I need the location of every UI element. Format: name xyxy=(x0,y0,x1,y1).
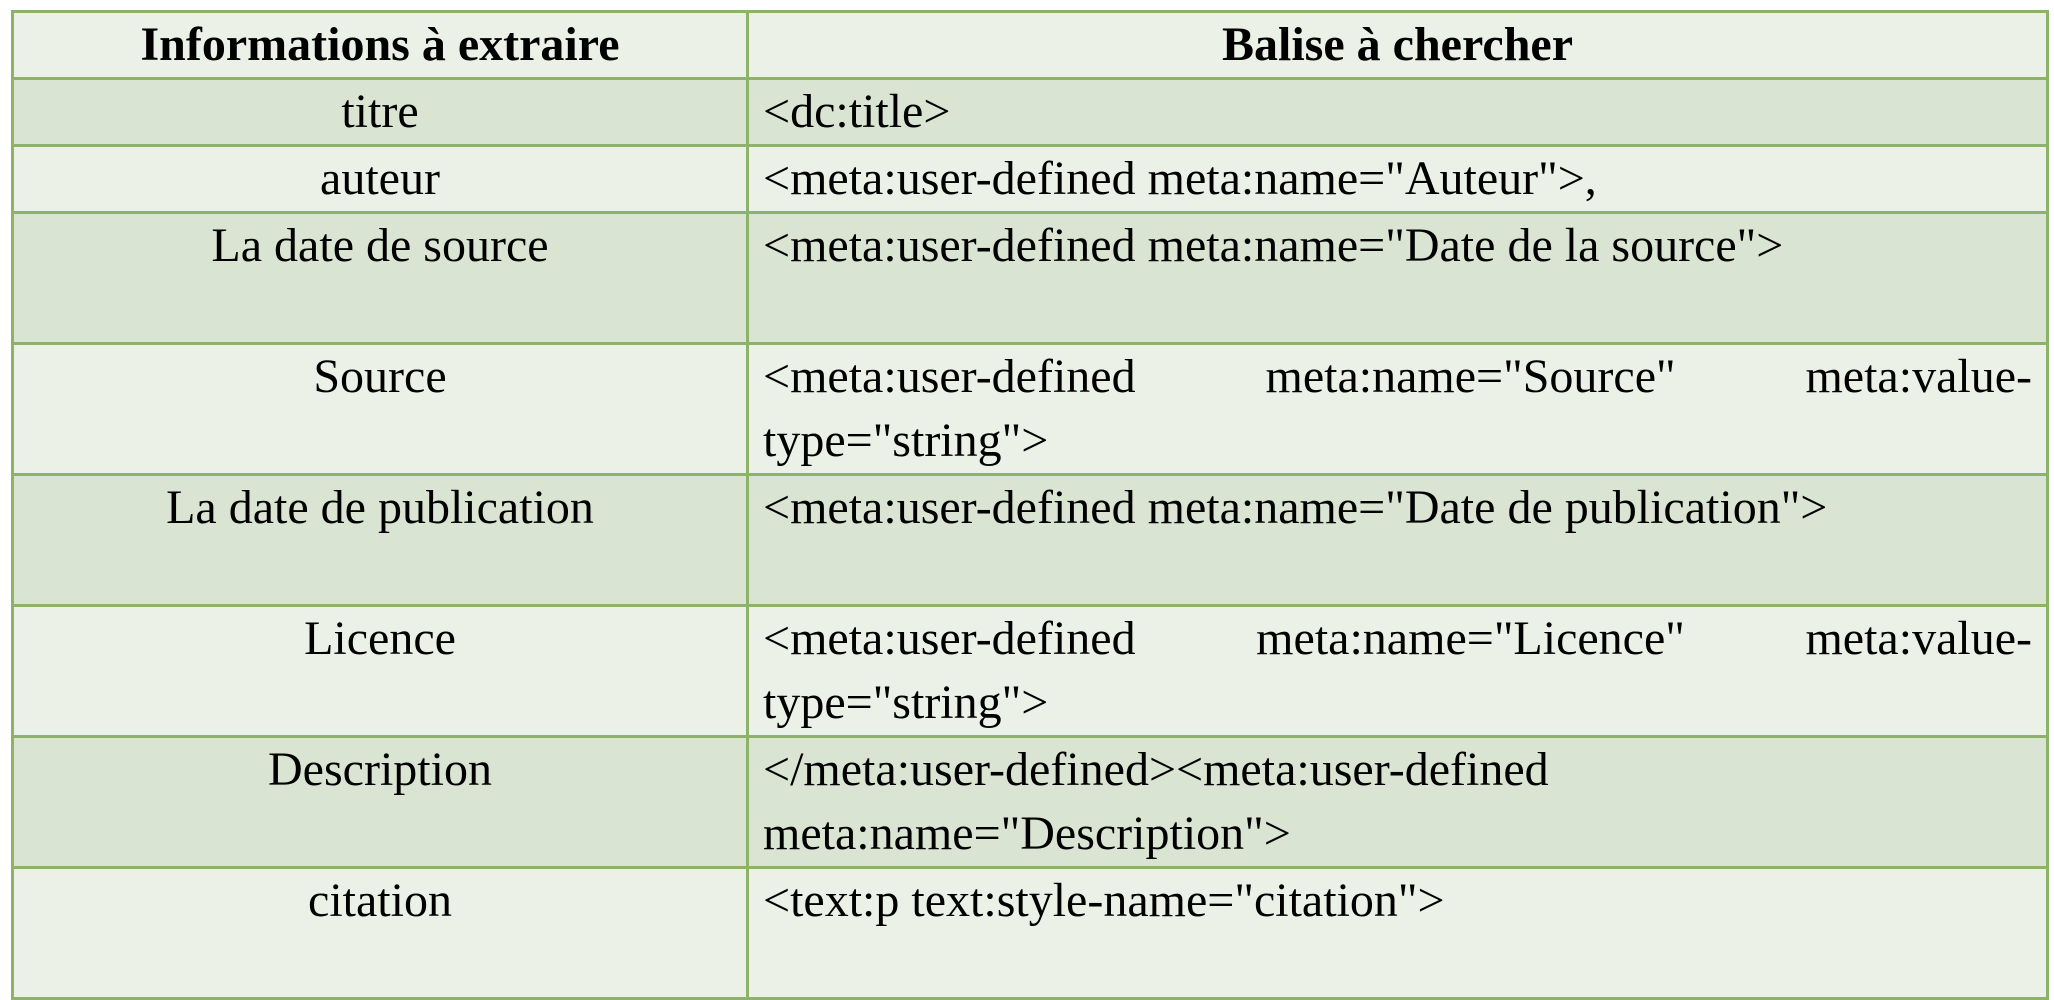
tag-cell: <meta:user-defined meta:name="Date de la… xyxy=(746,211,2049,345)
table-header-row: Informations à extraire Balise à cherche… xyxy=(11,10,2049,80)
tag-cell: </meta:user-defined><meta:user-defined m… xyxy=(746,735,2049,869)
info-cell: Description xyxy=(11,735,749,869)
metadata-tags-table: Informations à extraire Balise à cherche… xyxy=(11,10,2049,1000)
tag-cell: <meta:user-defined meta:name="Licence" m… xyxy=(746,604,2049,738)
info-cell: auteur xyxy=(11,144,749,214)
table-row: citation <text:p text:style-name="citati… xyxy=(11,866,2049,1000)
table-row: Description </meta:user-defined><meta:us… xyxy=(11,735,2049,869)
table-row: Licence <meta:user-defined meta:name="Li… xyxy=(11,604,2049,738)
info-cell: citation xyxy=(11,866,749,1000)
tag-cell: <text:p text:style-name="citation"> xyxy=(746,866,2049,1000)
info-cell: Licence xyxy=(11,604,749,738)
table-row: Source <meta:user-defined meta:name="Sou… xyxy=(11,342,2049,476)
tag-cell: <meta:user-defined meta:name="Auteur">, xyxy=(746,144,2049,214)
table-row: titre <dc:title> xyxy=(11,77,2049,147)
table-row: La date de publication <meta:user-define… xyxy=(11,473,2049,607)
header-balise: Balise à chercher xyxy=(746,10,2049,80)
table-row: La date de source <meta:user-defined met… xyxy=(11,211,2049,345)
table-row: auteur <meta:user-defined meta:name="Aut… xyxy=(11,144,2049,214)
info-cell: La date de publication xyxy=(11,473,749,607)
info-cell: La date de source xyxy=(11,211,749,345)
header-informations: Informations à extraire xyxy=(11,10,749,80)
info-cell: titre xyxy=(11,77,749,147)
tag-cell: <meta:user-defined meta:name="Date de pu… xyxy=(746,473,2049,607)
info-cell: Source xyxy=(11,342,749,476)
tag-cell: <meta:user-defined meta:name="Source" me… xyxy=(746,342,2049,476)
tag-cell: <dc:title> xyxy=(746,77,2049,147)
